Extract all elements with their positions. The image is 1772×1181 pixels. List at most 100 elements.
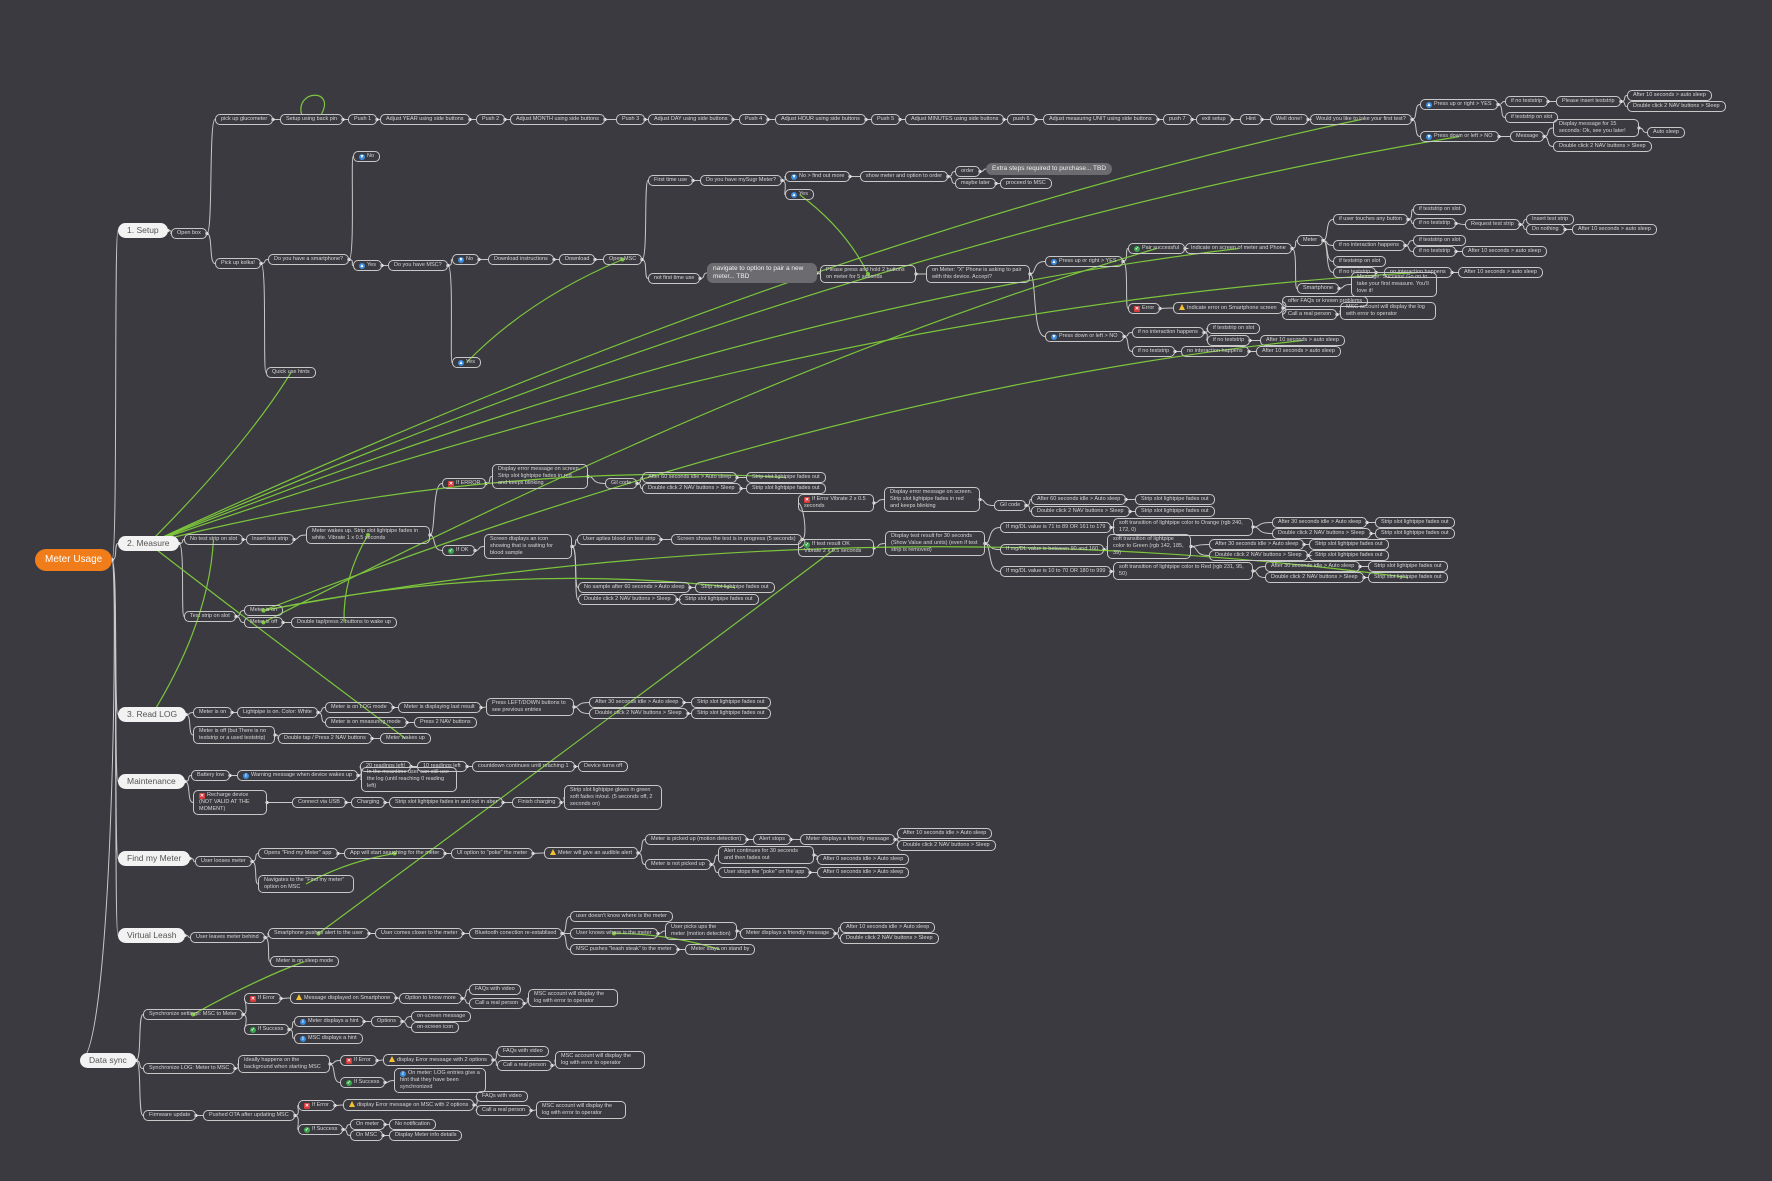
node-d-ota[interactable]: Pushed OTA after updating MSC [203, 1110, 295, 1121]
node-m-dispErr[interactable]: Display error message on screen. Strip s… [492, 464, 588, 489]
root-node-meter-usage[interactable]: Meter Usage [35, 549, 113, 571]
node-r-wakes[interactable]: Meter wakes up [380, 733, 431, 744]
node-d-nonotif[interactable]: No notification [389, 1119, 436, 1130]
node-m-f1[interactable]: Strip slot lightpipe fades out [1375, 517, 1455, 528]
node-d-err3[interactable]: ✕If Error [298, 1100, 335, 1111]
node-m-dispErr2[interactable]: Display error message on screen. Strip s… [884, 487, 980, 512]
node-n1[interactable]: 1. Setup [118, 223, 168, 238]
node-s-if-not2[interactable]: if no teststrip [1413, 218, 1457, 229]
node-d-onmsc[interactable]: On MSC [350, 1130, 384, 1141]
node-mt-turnsoff[interactable]: Device turns off [578, 761, 629, 772]
node-s-push6[interactable]: push 6 [1007, 114, 1036, 125]
node-m-applies[interactable]: User aplies blood on test strip [577, 534, 662, 545]
node-f-opens[interactable]: Opens "Find my Meter" app [258, 848, 338, 859]
node-s-onmeter[interactable]: on Meter: "X" Phone is asking to pair wi… [926, 265, 1030, 283]
node-r-fade1[interactable]: Strip slot lightpipe fades out [691, 697, 771, 708]
node-m-fade4[interactable]: Strip slot lightpipe fades out [1135, 506, 1215, 517]
node-v-friendly[interactable]: Meter displays a friendly message [740, 928, 836, 939]
node-n6[interactable]: Virtual Leash [118, 928, 186, 943]
node-n7[interactable]: Data sync [80, 1053, 136, 1068]
node-m-dbltap[interactable]: Double tap/press 2 buttons to wake up [291, 617, 397, 628]
node-s-yes2[interactable]: ▲Yes [452, 357, 481, 368]
node-m-gilcode2[interactable]: Gil code [994, 500, 1027, 511]
node-m-c3[interactable]: soft transition of lightpipe color to Re… [1113, 562, 1253, 580]
node-f-alertstops[interactable]: Alert stops [753, 834, 791, 845]
node-m-d3[interactable]: Double click 2 NAV buttons > Sleep [1265, 572, 1364, 583]
node-f-pickedup[interactable]: Meter is picked up (motion detection) [645, 834, 748, 845]
node-m-f4[interactable]: Strip slot lightpipe fades out [1309, 550, 1389, 561]
node-s-havemsc[interactable]: Do you have MSC? [388, 260, 448, 271]
node-m-d1[interactable]: Double click 2 NAV buttons > Sleep [1272, 528, 1371, 539]
node-f-navigates[interactable]: Navigates to the "Find my meter" option … [258, 875, 354, 893]
node-f-after10[interactable]: After 10 seconds idle > Auto sleep [897, 828, 993, 839]
node-s-pairok[interactable]: ✓Pair successful [1128, 243, 1185, 254]
node-mt-meantime[interactable]: In the meantime user can still use the l… [361, 767, 457, 792]
node-m-iferror[interactable]: ✕If ERROR [442, 478, 487, 489]
node-s-if-not3[interactable]: if no teststrip [1413, 246, 1457, 257]
node-d-optknow[interactable]: Option to know more [399, 993, 462, 1004]
node-s-pairyes[interactable]: ▲Press up or right > YES [1045, 256, 1123, 267]
node-m-v2[interactable]: If mg/DL value is between 90 and 160 [1000, 544, 1105, 555]
node-r-press2[interactable]: Press 2 NAV buttons [414, 717, 477, 728]
node-d-faq1[interactable]: FAQs with video [469, 984, 521, 995]
node-m-ifok[interactable]: ✓If OK [442, 545, 475, 556]
node-s-push1[interactable]: Push 1 [348, 114, 378, 125]
node-s-after10d[interactable]: After 10 seconds > auto sleep [1458, 267, 1543, 278]
node-m-f5[interactable]: Strip slot lightpipe fades out [1368, 561, 1448, 572]
node-s-smartphone[interactable]: Do you have a smartphone? [268, 254, 350, 265]
node-s-ts-slot2[interactable]: if teststrip on slot [1413, 204, 1467, 215]
node-m-ifres[interactable]: ✓If test result OK Vibrate 2 x 0.5 secon… [798, 539, 874, 557]
node-m-f2[interactable]: Strip slot lightpipe fades out [1375, 528, 1455, 539]
node-f-after0a[interactable]: After 0 seconds idle > Auto sleep [817, 854, 910, 865]
node-m-fade3[interactable]: Strip slot lightpipe fades out [1135, 494, 1215, 505]
node-s-setupbp[interactable]: Setup using back pin [280, 114, 344, 125]
node-m-disptest[interactable]: Display test result for 30 seconds (Show… [885, 531, 985, 556]
node-v-comes[interactable]: User comes closer to the meter [375, 928, 464, 939]
node-s-donothing[interactable]: Do nothing [1526, 224, 1565, 235]
node-s-maybe[interactable]: maybe later [955, 178, 996, 189]
node-s-meter[interactable]: Meter [1297, 235, 1324, 246]
node-d-faq3[interactable]: FAQs with video [476, 1091, 528, 1102]
node-v-bt[interactable]: Bluetooth conection re-establised [469, 928, 563, 939]
node-m-fade6[interactable]: Strip slot lightpipe fades out [679, 594, 759, 605]
node-s-presshold[interactable]: Please press and hold 2 buttons on meter… [820, 265, 916, 283]
node-s-pressno[interactable]: ▼Press down or left > NO [1420, 131, 1499, 142]
node-s-if-not5[interactable]: if no teststrip [1132, 346, 1176, 357]
node-s-adjyear[interactable]: Adjust YEAR using side buttons [380, 114, 470, 125]
node-s-after10f[interactable]: After 10 seconds > auto sleep [1256, 346, 1341, 357]
node-v-alert[interactable]: Smartphone pushes alert to the user [268, 928, 369, 939]
node-f-after0b[interactable]: After 0 seconds idle > Auto sleep [817, 867, 910, 878]
node-s-indicate[interactable]: Indicate on screen of meter and Phone [1185, 243, 1292, 254]
node-s-adjmonth[interactable]: Adjust MONTH using side buttons [510, 114, 605, 125]
node-s-push4[interactable]: Push 4 [739, 114, 769, 125]
node-d-succ2[interactable]: ✓If Success [340, 1077, 386, 1088]
node-s-msgsucc[interactable]: Message: Success! Go on to take your fir… [1351, 272, 1437, 297]
node-m-iferr2[interactable]: ✕If Error Vibrate 2 x 0.5 seconds [798, 494, 874, 512]
node-r-fade2[interactable]: Strip slot lightpipe fades out [691, 708, 771, 719]
node-s-dbl2[interactable]: Double click 2 NAV buttons > Sleep [1553, 141, 1652, 152]
node-m-gilcode[interactable]: Gil code [605, 478, 638, 489]
node-s-order[interactable]: order [955, 166, 980, 177]
node-s-push7[interactable]: push 7 [1163, 114, 1192, 125]
node-s-nofind[interactable]: ▼No > find out more [785, 171, 851, 182]
node-m-a2[interactable]: After 30 seconds idle > Auto sleep [1209, 539, 1305, 550]
node-mt-battery[interactable]: Battery low [191, 770, 231, 781]
node-d-onmeter2[interactable]: On meter [350, 1119, 385, 1130]
node-n4[interactable]: Maintenance [118, 774, 185, 789]
node-s-welldone[interactable]: Well done! [1270, 114, 1308, 125]
node-s-hint[interactable]: Hint [1240, 114, 1262, 125]
node-n3[interactable]: 3. Read LOG [118, 707, 187, 722]
node-f-poke[interactable]: UI option to "poke" the meter [451, 848, 534, 859]
node-s-noint4[interactable]: no interaction happens [1181, 346, 1249, 357]
node-v-standby[interactable]: Meter stays on stand by [685, 944, 756, 955]
node-r-pressleft[interactable]: Press LEFT/DOWN buttons to see previous … [486, 698, 574, 716]
node-s-push2[interactable]: Push 2 [476, 114, 506, 125]
node-d-sync2[interactable]: Synchronize LOG: Meter to MSC [143, 1063, 236, 1074]
node-r-lightpipe[interactable]: Lightpipe is on. Color: White [237, 707, 318, 718]
node-s-dlinstr[interactable]: Download instructions [488, 254, 554, 265]
node-s-autosleep[interactable]: Auto sleep [1647, 127, 1685, 138]
node-s-exit[interactable]: exit setup [1196, 114, 1232, 125]
node-s-after10b[interactable]: After 10 seconds > auto sleep [1572, 224, 1657, 235]
